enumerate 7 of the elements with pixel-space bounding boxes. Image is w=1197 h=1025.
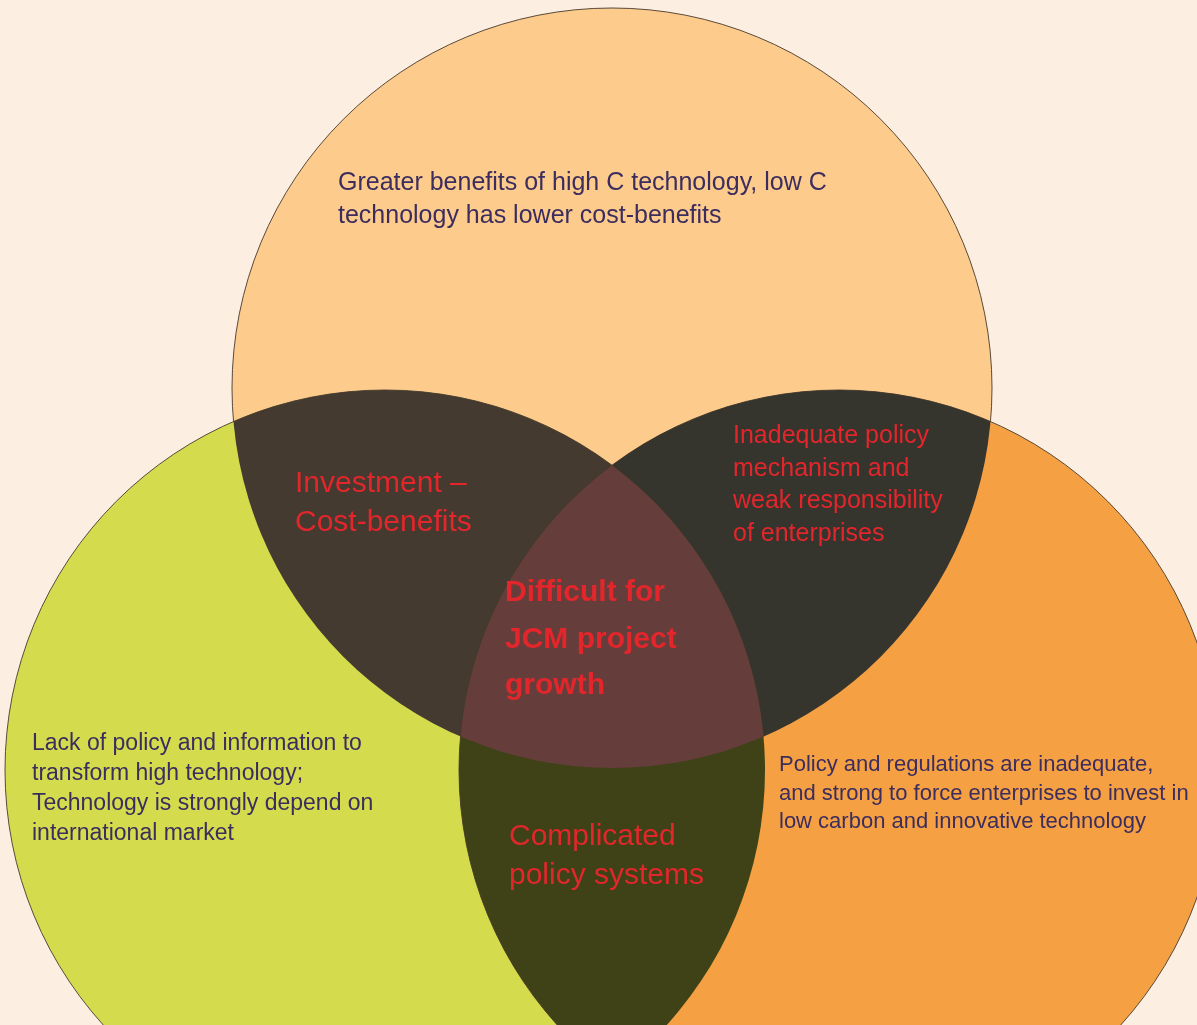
overlap-label: Inadequate policy mechanism and weak responsibility of enterprises (733, 418, 968, 548)
circle-text: Lack of policy and information to transform high technology; Technology is strongly depend on international market (32, 728, 412, 848)
overlap-label: Complicated policy systems (509, 815, 744, 893)
center-label: Difficult for JCM project growth (505, 568, 730, 708)
overlap-label: Investment – Cost-benefits (295, 462, 520, 540)
circle-text: Greater benefits of high C technology, low C technology has lower cost-benefits (338, 165, 878, 230)
circle-text: Policy and regulations are inadequate, and strong to force enterprises to invest in low carbon and innovative technology (779, 750, 1189, 836)
